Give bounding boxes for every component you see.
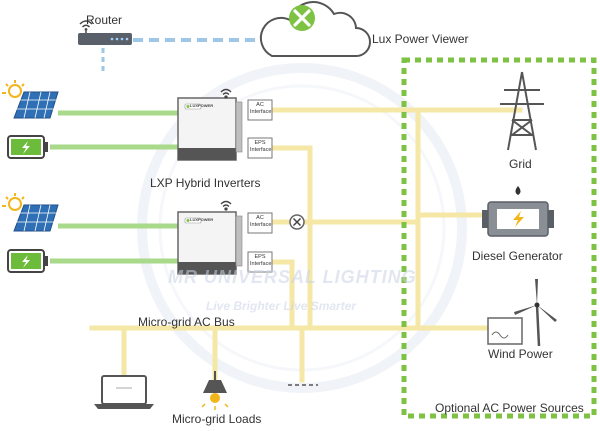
battery-icon [7,135,48,159]
wifi-icon [220,88,232,99]
bus-label: Micro-grid AC Bus [138,315,235,329]
inverter-icon [177,97,243,161]
solar-panel-icon [2,80,59,119]
inverter-brand: LUXPOWER [190,217,214,222]
generator-icon [482,186,554,237]
wifi-icon [220,200,232,211]
laptop-icon [94,375,154,409]
watermark-brand: MR UNIVERSAL LIGHTING [168,267,417,287]
optional-label: Optional AC Power Sources [435,401,584,415]
router-label: Router [86,13,123,27]
cloud-icon [259,1,371,57]
inverters-label: LXP Hybrid Inverters [150,176,261,190]
ac-bus-lines [89,107,523,383]
breaker-icon [289,214,305,230]
loads-label: Micro-grid Loads [172,412,262,426]
wind-label: Wind Power [488,347,553,361]
inverter-icon [177,211,243,275]
viewer-label: Lux Power Viewer [372,32,469,46]
grid-label: Grid [509,157,532,171]
watermark-slogan: Live Brighter Live Smarter [206,299,357,313]
lamp-icon [201,371,229,410]
diesel-label: Diesel Generator [472,249,563,263]
inverter-brand: LUXPOWER [190,103,214,108]
wind-turbine-icon [487,279,557,347]
dc-lines [50,110,178,264]
battery-icon [7,249,48,273]
optional-sources-border [401,57,597,419]
interface-boxes [247,99,273,273]
pylon-icon [500,71,544,151]
network-links [101,38,268,75]
solar-panel-icon [2,193,59,232]
router-icon [78,20,132,45]
